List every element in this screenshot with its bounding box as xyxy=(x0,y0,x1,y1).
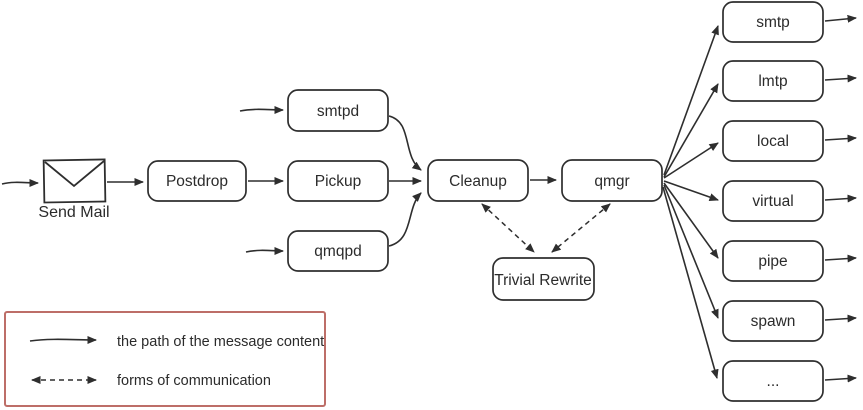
virtual-label: virtual xyxy=(752,193,793,210)
legend: the path of the message content forms of… xyxy=(4,311,326,407)
node-lmtp: lmtp xyxy=(722,60,824,102)
node-more: ... xyxy=(722,360,824,402)
pipe-box xyxy=(722,240,824,282)
edge-smtpd-cleanup xyxy=(388,115,422,171)
smtp-label: smtp xyxy=(756,14,790,31)
send-mail-label: Send Mail xyxy=(38,204,109,221)
edge-in-sendmail xyxy=(1,178,39,187)
spawn-label: spawn xyxy=(751,313,796,330)
qmgr-label: qmgr xyxy=(594,173,629,190)
node-smtp: smtp xyxy=(722,1,824,43)
edge-out-virtual xyxy=(824,194,857,203)
edge-out-pipe xyxy=(824,254,857,263)
more-label: ... xyxy=(767,373,780,390)
edge-qmgr-more xyxy=(662,186,719,379)
cleanup-box xyxy=(427,159,529,202)
spawn-box xyxy=(722,300,824,342)
legend-comm-label: forms of communication xyxy=(117,373,271,389)
edge-qmgr-lmtp xyxy=(663,83,719,178)
edge-out-local xyxy=(824,134,857,143)
pickup-label: Pickup xyxy=(315,173,362,190)
qmqpd-label: qmqpd xyxy=(314,243,361,260)
node-smtpd: smtpd xyxy=(287,89,389,132)
postdrop-label: Postdrop xyxy=(166,173,228,190)
pickup-box xyxy=(287,160,389,202)
node-cleanup: Cleanup xyxy=(427,159,529,202)
send-mail-node: Send Mail xyxy=(38,158,110,221)
edge-out-smtp xyxy=(824,14,857,23)
node-virtual: virtual xyxy=(722,180,824,222)
pipe-label: pipe xyxy=(758,253,787,270)
edge-in-smtpd xyxy=(239,105,284,114)
qmqpd-box xyxy=(287,230,389,272)
more-box xyxy=(722,360,824,402)
virtual-box xyxy=(722,180,824,222)
edge-out-lmtp xyxy=(824,74,857,83)
lmtp-box xyxy=(722,60,824,102)
edge-qmgr-virtual xyxy=(663,180,719,201)
edge-qmgr-spawn xyxy=(663,184,719,319)
node-qmgr: qmgr xyxy=(561,159,663,202)
edge-cleanup-trivialrewrite xyxy=(481,203,535,253)
node-spawn: spawn xyxy=(722,300,824,342)
smtpd-box xyxy=(287,89,389,132)
local-label: local xyxy=(757,133,789,150)
postdrop-box xyxy=(147,160,247,202)
edge-out-more xyxy=(824,374,857,383)
envelope-flap xyxy=(44,160,105,188)
node-local: local xyxy=(722,120,824,162)
node-pickup: Pickup xyxy=(287,160,389,202)
edge-qmgr-pipe xyxy=(663,182,719,259)
node-postdrop: Postdrop xyxy=(147,160,247,202)
edge-qmgr-trivialrewrite xyxy=(551,203,611,253)
trivial-rewrite-box xyxy=(492,257,595,301)
edge-qmgr-local xyxy=(663,142,719,179)
trivial-rewrite-label: Trivial Rewrite xyxy=(494,272,592,289)
local-box xyxy=(722,120,824,162)
smtp-box xyxy=(722,1,824,43)
edge-in-qmqpd xyxy=(245,246,284,255)
solid-arrow-icon xyxy=(29,335,97,344)
cleanup-label: Cleanup xyxy=(449,173,507,190)
legend-path-label: the path of the message content xyxy=(117,334,324,350)
node-trivial-rewrite: Trivial Rewrite xyxy=(492,257,595,301)
node-pipe: pipe xyxy=(722,240,824,282)
edge-qmqpd-cleanup xyxy=(388,192,422,247)
qmgr-box xyxy=(561,159,663,202)
smtpd-label: smtpd xyxy=(317,103,359,120)
legend-border xyxy=(4,311,326,407)
node-qmqpd: qmqpd xyxy=(287,230,389,272)
edge-qmgr-smtp xyxy=(663,25,719,176)
lmtp-label: lmtp xyxy=(758,73,787,90)
edge-out-spawn xyxy=(824,314,857,323)
